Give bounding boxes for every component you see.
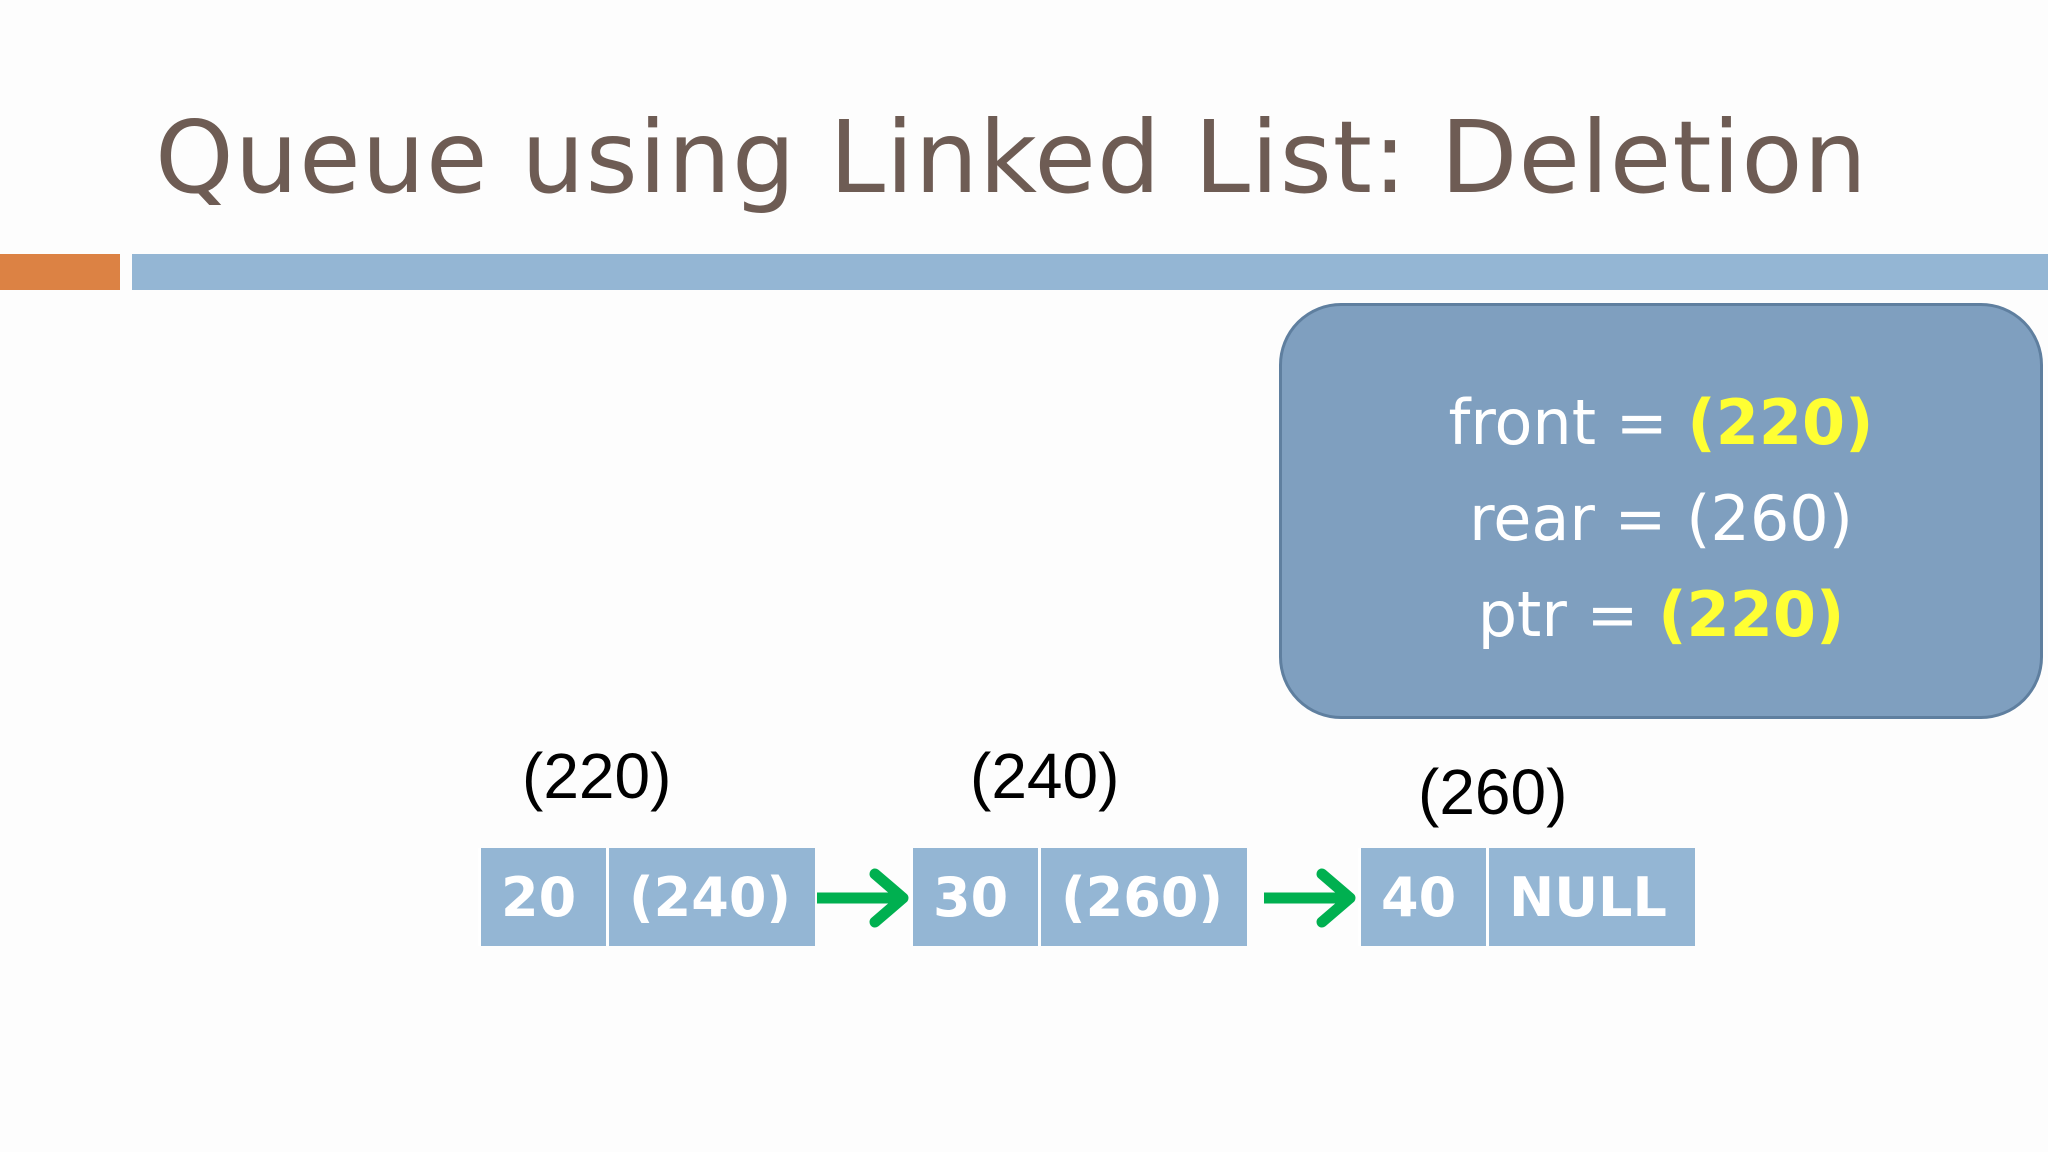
list-node: 40 NULL [1358, 848, 1695, 946]
front-variable: front = (220) [1282, 392, 2040, 454]
front-label: front = [1448, 386, 1668, 459]
title-accent-bar-blue [132, 254, 2048, 290]
ptr-variable: ptr = (220) [1282, 584, 2040, 646]
variables-box: front = (220) rear = (260) ptr = (220) [1279, 303, 2043, 719]
title-accent-bar-orange [0, 254, 120, 290]
node-data-cell: 30 [910, 848, 1041, 946]
node-address: (260) [1418, 756, 1568, 828]
node-next-cell: (240) [609, 848, 815, 946]
rear-label: rear = [1469, 482, 1667, 555]
node-next-cell: NULL [1489, 848, 1695, 946]
next-pointer-arrow-icon [1264, 868, 1356, 928]
node-address: (240) [970, 740, 1120, 812]
rear-value: (260) [1686, 482, 1853, 555]
node-data-cell: 20 [478, 848, 609, 946]
next-pointer-arrow-icon [817, 868, 909, 928]
rear-variable: rear = (260) [1282, 488, 2040, 550]
front-value: (220) [1687, 386, 1874, 459]
ptr-label: ptr = [1477, 578, 1639, 651]
node-next-cell: (260) [1041, 848, 1247, 946]
node-address: (220) [522, 740, 672, 812]
ptr-value: (220) [1658, 578, 1845, 651]
node-data-cell: 40 [1358, 848, 1489, 946]
list-node: 20 (240) [478, 848, 815, 946]
slide-title: Queue using Linked List: Deletion [155, 99, 1868, 216]
list-node: 30 (260) [910, 848, 1247, 946]
